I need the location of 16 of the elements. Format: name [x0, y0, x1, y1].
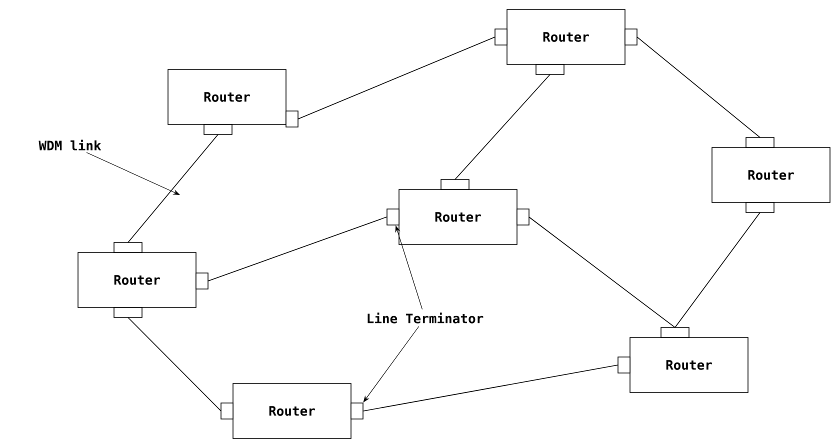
router-box: Router [712, 137, 830, 213]
router-box: Router [398, 179, 530, 245]
leader-arrow [86, 152, 180, 195]
link-line [128, 134, 218, 243]
router-box: Router [78, 242, 208, 318]
link-line [674, 212, 760, 328]
router-box: Router [168, 69, 298, 135]
router-box: Router [618, 327, 748, 393]
router-box: Router [220, 383, 352, 439]
callout-text: Line Terminator [368, 312, 484, 324]
link-line [528, 216, 676, 328]
line-terminator [350, 402, 364, 420]
callout-text: WDM link [38, 140, 102, 150]
link-line [454, 74, 550, 180]
line-terminator [386, 208, 400, 226]
router-box: Router [494, 9, 638, 75]
